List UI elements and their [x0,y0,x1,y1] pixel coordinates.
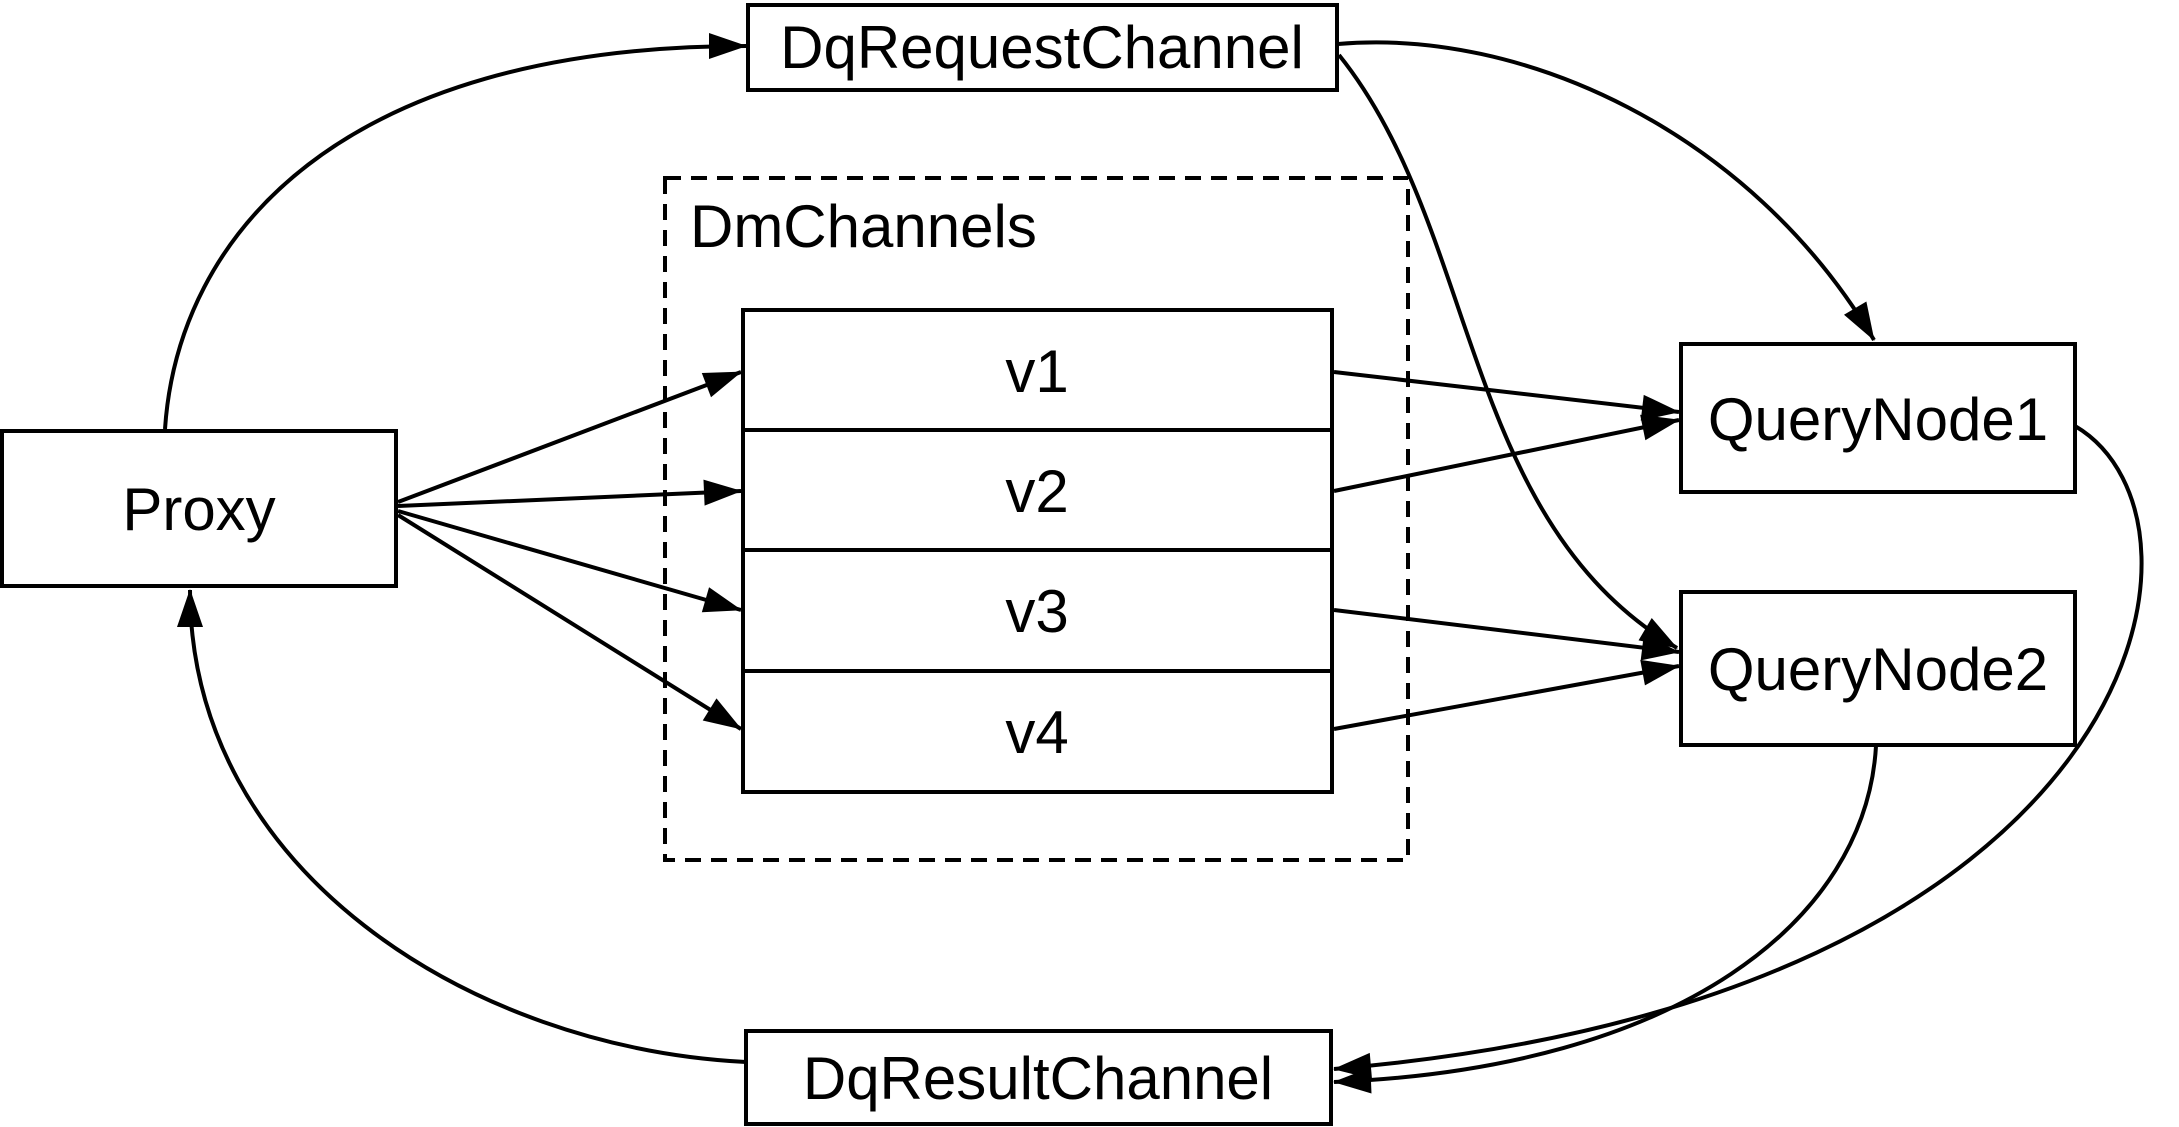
proxy-box [0,429,398,588]
dq-request-channel-label: DqRequestChannel [780,14,1304,81]
dq-result-channel-label: DqResultChannel [803,1045,1273,1112]
edge-dq-request-channel-to-query-node-2 [1337,53,1679,650]
edge-dq-request-channel-to-query-node-1 [1337,40,1876,342]
query-node-2-label: QueryNode2 [1708,636,2048,703]
edge-query-node-1-to-dq-result-channel [1333,424,2144,1079]
query-node-2-node: QueryNode2 [1679,590,2077,747]
dq-result-channel-node: DqResultChannel [744,1029,1333,1126]
edge-proxy-to-v4 [396,513,743,731]
edge-proxy-to-v1 [397,370,742,504]
edge-proxy-to-dq-request-channel [163,33,747,430]
edge-v1-to-query-node-1 [1333,370,1680,421]
channel-v3-label: v3 [1005,578,1068,645]
edge-dq-result-channel-to-proxy [177,589,747,1064]
dm-channels-border [663,176,1410,862]
proxy-node: Proxy [0,429,398,588]
query-node-2-box [1679,590,2077,747]
edge-proxy-to-v3 [397,509,742,613]
edge-query-node-2-to-dq-result-channel [1333,745,1878,1094]
edge-v3-to-query-node-2 [1333,608,1680,661]
edge-v2-to-query-node-1 [1333,414,1680,493]
dq-request-channel-node: DqRequestChannel [746,3,1339,92]
query-node-1-label: QueryNode1 [1708,386,2048,453]
proxy-label: Proxy [122,476,275,543]
channel-v4-label: v4 [1005,699,1068,766]
dq-request-channel-box [746,3,1339,92]
edge-v4-to-query-node-2 [1333,659,1680,731]
channel-stack: v1 v2 v3 v4 [741,308,1334,794]
channel-v1-label: v1 [1005,338,1068,405]
channel-v2-label: v2 [1005,458,1068,525]
dm-channels-group: DmChannels v1 v2 v3 v4 [663,176,1410,862]
query-node-1-box [1679,342,2077,494]
dq-result-channel-box [744,1029,1333,1126]
dm-channels-label: DmChannels [690,193,1037,260]
edge-proxy-to-v2 [397,479,742,508]
query-node-1-node: QueryNode1 [1679,342,2077,494]
